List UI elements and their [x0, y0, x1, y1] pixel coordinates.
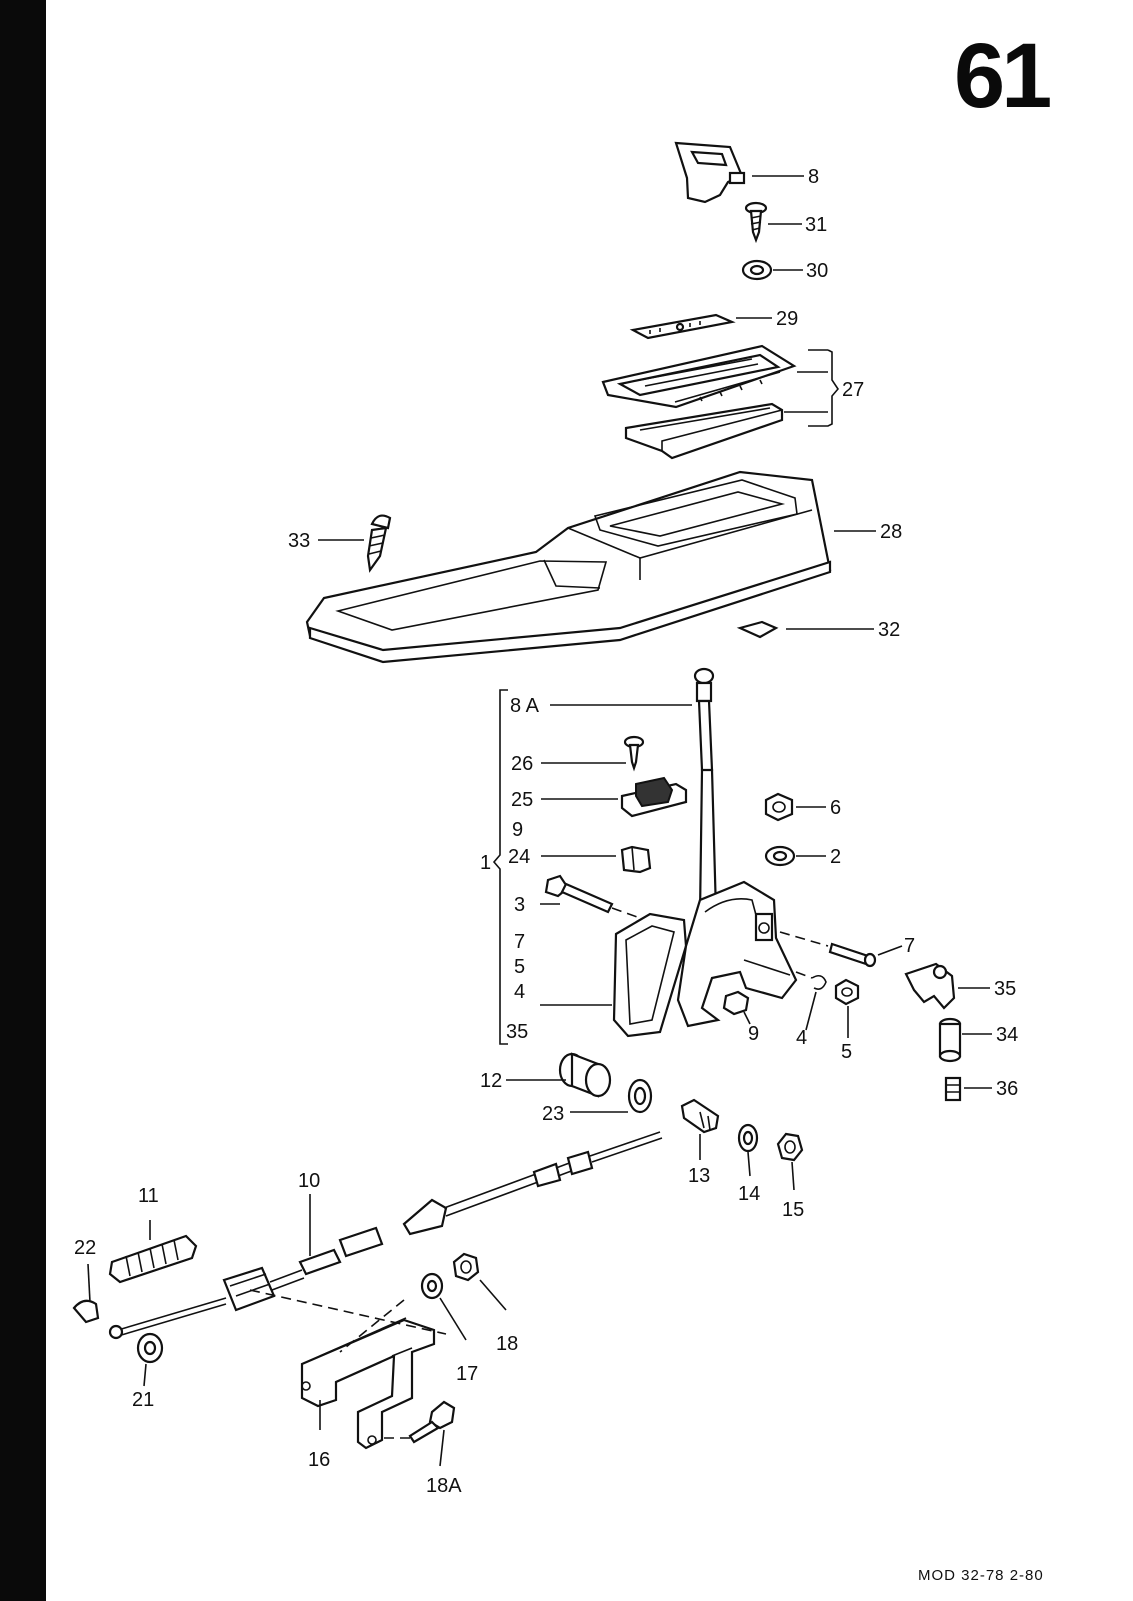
footer-model-code: MOD 32-78 2-80	[918, 1567, 1044, 1584]
callout-10: 10	[298, 1170, 320, 1192]
callout-28: 28	[880, 521, 902, 543]
callout-13: 13	[688, 1165, 710, 1187]
callout-31: 31	[805, 214, 827, 236]
callout-36: 36	[996, 1078, 1018, 1100]
callout-25: 25	[511, 789, 533, 811]
callout-5-nut: 5	[841, 1041, 852, 1063]
callout-4: 4	[514, 981, 525, 1003]
callout-9: 9	[512, 819, 523, 841]
part-4-clip	[795, 971, 827, 990]
part-25-switch	[620, 776, 688, 818]
page-edge-bar	[0, 0, 46, 1601]
callout-7-pin: 7	[904, 935, 915, 957]
part-8A-shift-lever	[693, 667, 718, 916]
part-22-clip	[72, 1299, 100, 1324]
callout-11: 11	[138, 1185, 159, 1207]
part-11-boot	[108, 1234, 198, 1284]
part-7-pin	[828, 942, 877, 968]
part-23-grommet	[627, 1078, 653, 1114]
callout-29: 29	[776, 308, 798, 330]
callout-12: 12	[480, 1070, 502, 1092]
callout-17: 17	[456, 1363, 478, 1385]
callout-7: 7	[514, 931, 525, 953]
page-number: 61	[954, 25, 1052, 127]
part-30-washer	[741, 259, 773, 281]
callout-8A: 8 A	[510, 695, 540, 717]
part-14-washer	[737, 1123, 759, 1153]
part-3-bolt	[544, 874, 614, 914]
part-27-indicator-panel	[601, 344, 797, 460]
part-28-console	[305, 470, 832, 664]
callout-24: 24	[508, 846, 530, 868]
part-34-bushing	[938, 1017, 962, 1063]
callout-15: 15	[782, 1199, 804, 1221]
part-9-bushing	[722, 990, 750, 1016]
callout-34: 34	[996, 1024, 1018, 1046]
callout-23: 23	[542, 1103, 564, 1125]
part-31-screw	[744, 201, 768, 244]
callout-30: 30	[806, 260, 828, 282]
callout-5: 5	[514, 956, 525, 978]
part-18A-bolt	[408, 1400, 456, 1444]
part-16-mounting-bracket	[300, 1317, 436, 1450]
part-5-nut	[834, 978, 860, 1006]
part-24-bushing	[620, 845, 652, 874]
callout-4-clip: 4	[796, 1027, 807, 1049]
part-12-sleeve	[558, 1052, 612, 1098]
part-33-screw	[366, 514, 392, 573]
part-13-fitting	[680, 1098, 720, 1134]
part-35-bracket	[904, 962, 956, 1010]
part-8-handle	[674, 141, 746, 204]
part-21-washer	[136, 1332, 164, 1364]
callout-33: 33	[288, 530, 310, 552]
callout-18A: 18A	[426, 1475, 462, 1497]
callout-6: 6	[830, 797, 841, 819]
part-18-nut	[452, 1252, 480, 1282]
callout-22: 22	[74, 1237, 96, 1259]
callout-27: 27	[842, 379, 864, 401]
callout-9-bushing: 9	[748, 1023, 759, 1045]
part-10-cable	[108, 1131, 663, 1340]
callout-3: 3	[514, 894, 525, 916]
part-15-nut	[776, 1132, 804, 1162]
callout-21: 21	[132, 1389, 154, 1411]
callout-35: 35	[506, 1021, 528, 1043]
callout-26: 26	[511, 753, 533, 775]
part-29-cover-strip	[629, 313, 736, 340]
callout-18: 18	[496, 1333, 518, 1355]
part-26-screw	[623, 735, 645, 772]
callout-32: 32	[878, 619, 900, 641]
part-32-clip	[736, 620, 779, 639]
callout-2: 2	[830, 846, 841, 868]
part-17-washer	[420, 1272, 444, 1300]
callout-35-bracket: 35	[994, 978, 1016, 1000]
callout-1: 1	[480, 852, 491, 874]
lever-housing	[612, 880, 798, 1038]
callout-16: 16	[308, 1449, 330, 1471]
part-6-nut	[764, 792, 794, 822]
callout-8: 8	[808, 166, 819, 188]
part-36-plug	[944, 1076, 962, 1102]
callout-14: 14	[738, 1183, 760, 1205]
part-2-washer	[764, 845, 796, 867]
